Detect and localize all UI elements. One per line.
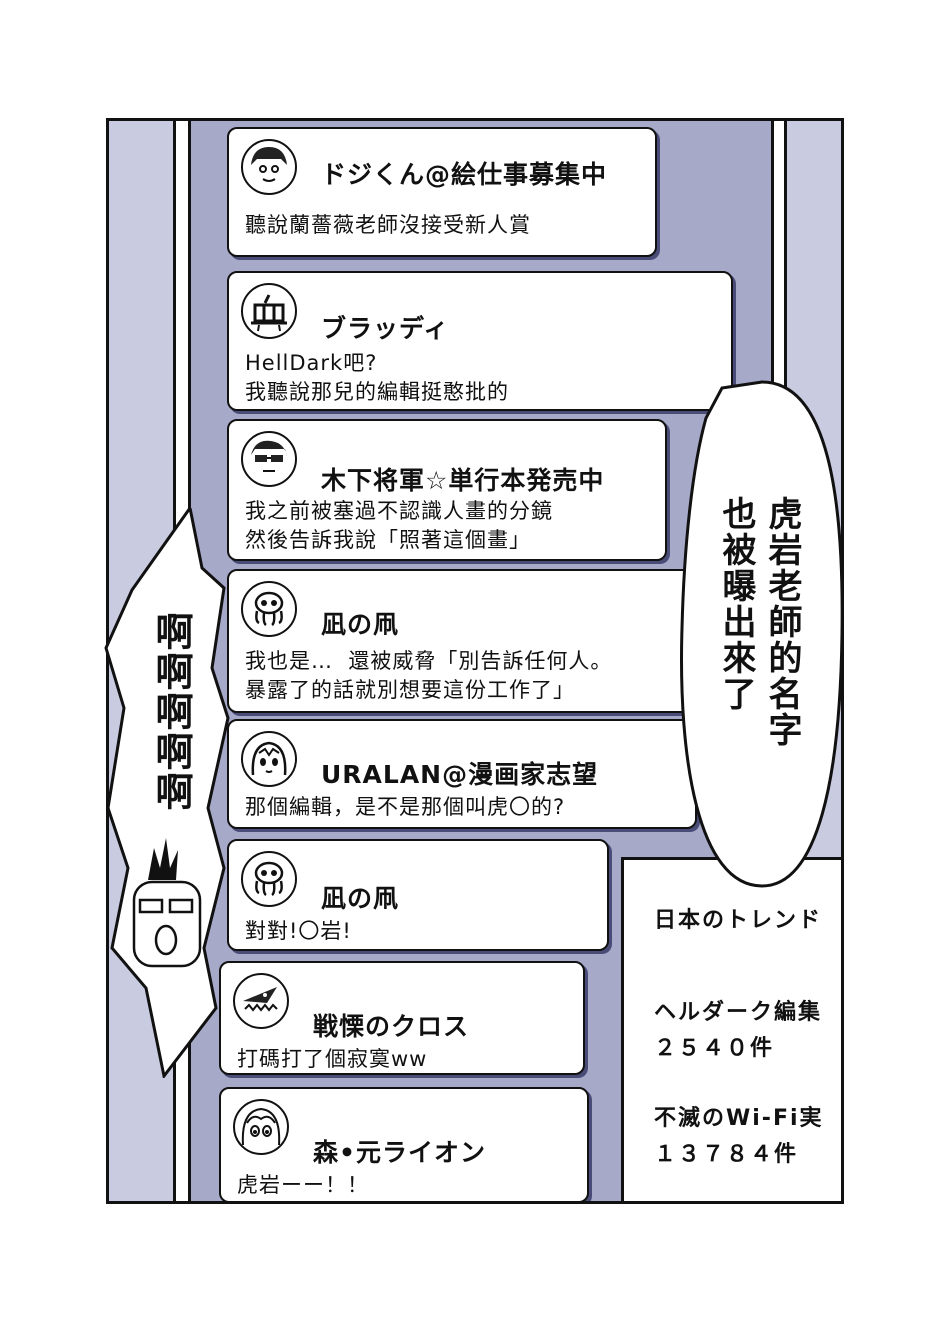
trends-title: 日本のトレンド <box>654 908 823 933</box>
post-text: 我也是… 還被威脅「別告訴任何人。 暴露了的話就別想要這份工作了」 <box>245 649 613 702</box>
boy-face-icon <box>241 139 297 195</box>
post-card[interactable]: 木下将軍☆単行本発売中 我之前被塞過不認識人畫的分鏡 然後告訴我說「照著這個畫」 <box>227 419 667 561</box>
speech-bubble-left: 啊啊啊啊啊 <box>104 508 230 1078</box>
post-text: HellDark吧? 我聽說那兒的編輯挺憨批的 <box>245 351 509 404</box>
post-username: URALAN@漫画家志望 <box>321 760 599 789</box>
post-username: 凪の凧 <box>321 610 400 639</box>
post-text: 打碼打了個寂寞ww <box>237 1047 428 1071</box>
girl-face-icon <box>241 731 297 787</box>
post-text: 對對!〇岩! <box>245 919 352 943</box>
screaming-man-icon <box>132 838 202 968</box>
manga-panel: ドジくん@絵仕事募集中 聽說蘭薔薇老師沒接受新人賞 ブラッディ HellDark… <box>106 118 844 1204</box>
octopus-icon <box>241 851 297 907</box>
post-username: ドジくん@絵仕事募集中 <box>321 160 608 189</box>
post-username: 森•元ライオン <box>313 1138 486 1167</box>
post-card[interactable]: URALAN@漫画家志望 那個編輯，是不是那個叫虎〇的? <box>227 719 697 829</box>
post-username: 木下将軍☆単行本発売中 <box>321 466 605 495</box>
trend-count: １３７８４件 <box>654 1142 799 1167</box>
speech-text-right: 虎岩老師的名字 <box>762 496 802 748</box>
post-card[interactable]: 凪の凧 我也是… 還被威脅「別告訴任何人。 暴露了的話就別想要這份工作了」 <box>227 569 697 713</box>
shark-icon <box>233 973 289 1029</box>
octopus-icon <box>241 581 297 637</box>
speech-text-right-2: 也被曝出來了 <box>716 496 756 712</box>
post-card[interactable]: ドジくん@絵仕事募集中 聽說蘭薔薇老師沒接受新人賞 <box>227 127 657 257</box>
sunglasses-face-icon <box>241 431 297 487</box>
anime-girl-icon <box>233 1099 289 1155</box>
post-card[interactable]: 森•元ライオン 虎岩ーー！！ <box>219 1087 589 1201</box>
post-card[interactable]: 凪の凧 對對!〇岩! <box>227 839 609 951</box>
trend-count: ２５４０件 <box>654 1036 775 1061</box>
post-text: 虎岩ーー！！ <box>237 1173 369 1197</box>
post-username: 戦慄のクロス <box>313 1012 470 1041</box>
post-username: ブラッディ <box>321 314 450 343</box>
post-username: 凪の凧 <box>321 884 400 913</box>
blood-kanji-icon <box>241 283 297 339</box>
trend-name[interactable]: ヘルダーク編集 <box>654 1000 823 1025</box>
post-text: 那個編輯，是不是那個叫虎〇的? <box>245 795 566 819</box>
post-text: 我之前被塞過不認識人畫的分鏡 然後告訴我說「照著這個畫」 <box>245 499 553 552</box>
trends-panel: 日本のトレンド ヘルダーク編集 ２５４０件 不滅のWi-Fi実 １３７８４件 <box>621 857 841 1201</box>
scream-text: 啊啊啊啊啊 <box>149 612 193 812</box>
trend-name[interactable]: 不滅のWi-Fi実 <box>654 1106 824 1131</box>
post-card[interactable]: ブラッディ HellDark吧? 我聽說那兒的編輯挺憨批的 <box>227 271 733 411</box>
post-text: 聽說蘭薔薇老師沒接受新人賞 <box>245 213 531 237</box>
speech-bubble-right: 虎岩老師的名字 也被曝出來了 <box>678 378 846 890</box>
post-card[interactable]: 戦慄のクロス 打碼打了個寂寞ww <box>219 961 585 1075</box>
